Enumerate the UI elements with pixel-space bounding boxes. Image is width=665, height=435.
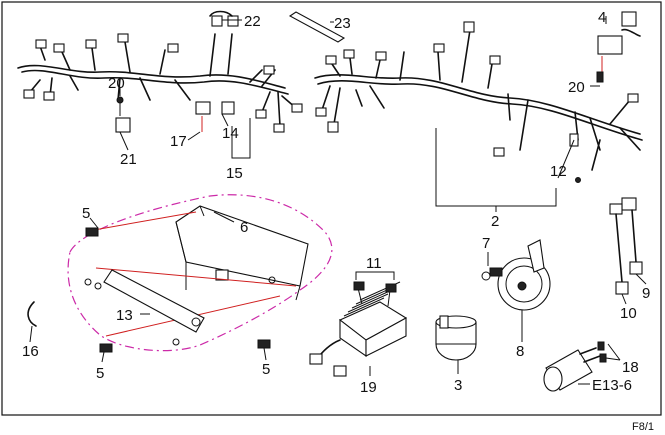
callout-23: 23: [334, 15, 351, 32]
bracket-11: [355, 271, 395, 280]
connector: [85, 39, 97, 49]
callout-11: 11: [366, 255, 382, 272]
connector: [375, 51, 387, 61]
callout-5-top: 5: [82, 205, 90, 222]
callout-17: 17: [170, 133, 187, 150]
part-4-relay: [596, 11, 641, 83]
callout-7: 7: [482, 235, 490, 252]
connector: [117, 33, 129, 43]
callout-19: 19: [360, 379, 377, 396]
part-13-battery-strap: [103, 269, 205, 333]
connector: [493, 147, 505, 157]
connector: [167, 43, 179, 53]
page-reference: F8/1: [632, 421, 654, 433]
part-14-fuse: [221, 101, 235, 115]
connector: [53, 43, 65, 53]
leader-lines: [29, 16, 647, 376]
callout-15: 15: [226, 165, 243, 182]
bolts-5: [84, 227, 276, 353]
connector: [263, 65, 275, 75]
connector: [327, 121, 339, 133]
callout-9: 9: [642, 285, 650, 302]
callout-8: 8: [516, 343, 524, 360]
part-17-relay: [195, 101, 211, 132]
connector: [463, 21, 475, 33]
ring-terminal: [575, 177, 581, 183]
frame: [1, 1, 662, 416]
battery-tray-6: [67, 194, 333, 352]
connector: [255, 109, 267, 119]
bracket-2: [435, 128, 557, 207]
connector: [325, 55, 337, 65]
connector: [273, 123, 285, 133]
wire-harness-left: [17, 15, 303, 133]
connector: [211, 15, 223, 27]
part-e13-starter-relay: [543, 341, 607, 392]
callout-13: 13: [116, 307, 133, 324]
callout-16: 16: [22, 343, 39, 360]
part-16-clip: [27, 301, 37, 327]
callout-20-right: 20: [568, 79, 585, 96]
part-10-sensor: [609, 203, 629, 295]
connector: [489, 55, 501, 65]
part-23-strap: [288, 11, 346, 43]
callout-21: 21: [120, 151, 137, 168]
part-22-connector: [209, 10, 233, 17]
callout-20-left: 20: [108, 75, 125, 92]
callout-6: 6: [240, 219, 248, 236]
callout-10: 10: [620, 305, 637, 322]
connector: [227, 15, 239, 27]
callout-3: 3: [454, 377, 462, 394]
wire-harness-main: [314, 21, 643, 183]
callout-4: 4: [598, 9, 606, 26]
part-21-relay-left: [115, 96, 131, 133]
part-8-horn: [481, 239, 551, 311]
part-9-sensor: [621, 197, 643, 275]
connector: [315, 107, 327, 117]
connector: [35, 39, 47, 49]
connector: [433, 43, 445, 53]
callout-5-bottom-left: 5: [96, 365, 104, 382]
callout-2: 2: [491, 213, 499, 230]
callout-5-bottom-right: 5: [262, 361, 270, 378]
callout-14: 14: [222, 125, 239, 142]
leader-18: [605, 343, 621, 361]
connector: [627, 93, 639, 103]
callout-12: 12: [550, 163, 567, 180]
part-19-regulator: [309, 281, 408, 377]
callout-22: 22: [244, 13, 261, 30]
callout-18: 18: [622, 359, 639, 376]
callout-e13-6: E13-6: [592, 377, 632, 394]
part-3-flasher: [435, 315, 477, 361]
connector: [23, 89, 35, 99]
connector: [291, 103, 303, 113]
connector: [43, 91, 55, 101]
bracket-15: [231, 118, 251, 159]
connector: [343, 49, 355, 59]
